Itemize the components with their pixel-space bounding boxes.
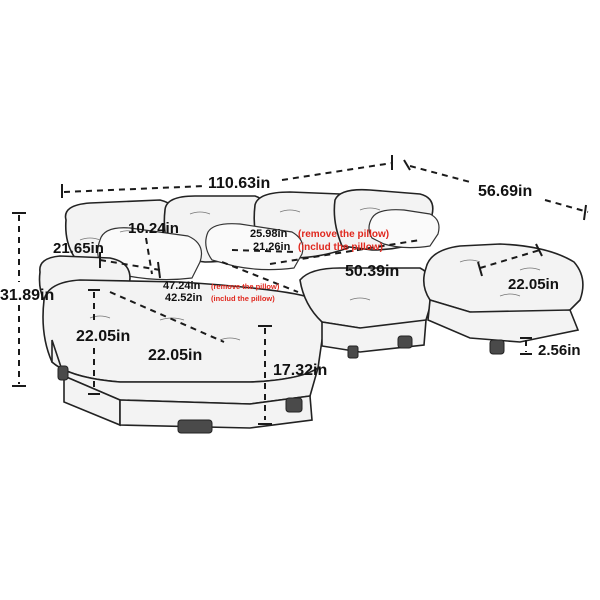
label-seat-depth-with-pillow: 21.26in — [253, 241, 291, 253]
leg-5 — [397, 335, 413, 349]
note-center-depth-with-pillow: (includ the pillow) — [211, 294, 275, 303]
throw-pillow-3 — [368, 209, 440, 249]
label-center-depth-with-pillow: 42.52in — [165, 292, 203, 304]
chaise-seat — [422, 243, 584, 316]
leg-4 — [347, 345, 359, 359]
note-seat-depth-with-pillow: (includ the pillow) — [298, 242, 383, 253]
leg-1 — [57, 365, 69, 381]
label-ottoman-width: 22.05in — [148, 347, 202, 364]
label-ottoman-height: 22.05in — [76, 328, 130, 345]
note-seat-depth-no-pillow: (remove the pillow) — [298, 229, 389, 240]
dimension-labels: 110.63in 56.69in 31.89in 10.24in 21.65in… — [0, 175, 581, 379]
sofa-illustration — [38, 188, 584, 434]
label-seat-depth-no-pillow: 25.98in — [250, 228, 288, 240]
leg-3 — [285, 397, 303, 413]
label-chaise-seat-length: 50.39in — [345, 263, 399, 280]
leg-2 — [177, 419, 213, 434]
leg-6 — [489, 339, 505, 355]
dimension-lines — [12, 155, 589, 425]
label-armrest-height: 21.65in — [53, 240, 104, 257]
label-chaise-length: 56.69in — [478, 183, 532, 200]
label-center-depth-no-pillow: 47.24in — [163, 280, 201, 292]
label-seat-height: 17.32in — [273, 362, 327, 379]
label-back-cushion-depth: 10.24in — [128, 220, 179, 237]
chaise-base — [427, 298, 580, 343]
label-total-length: 110.63in — [208, 175, 270, 192]
label-leg-height: 2.56in — [538, 342, 581, 359]
note-center-depth-no-pillow: (remove the pillow) — [211, 282, 280, 291]
label-total-height: 31.89in — [0, 287, 54, 304]
label-chaise-width: 22.05in — [508, 276, 559, 293]
fabric-texture — [79, 207, 541, 341]
throw-pillow-2 — [205, 223, 304, 271]
